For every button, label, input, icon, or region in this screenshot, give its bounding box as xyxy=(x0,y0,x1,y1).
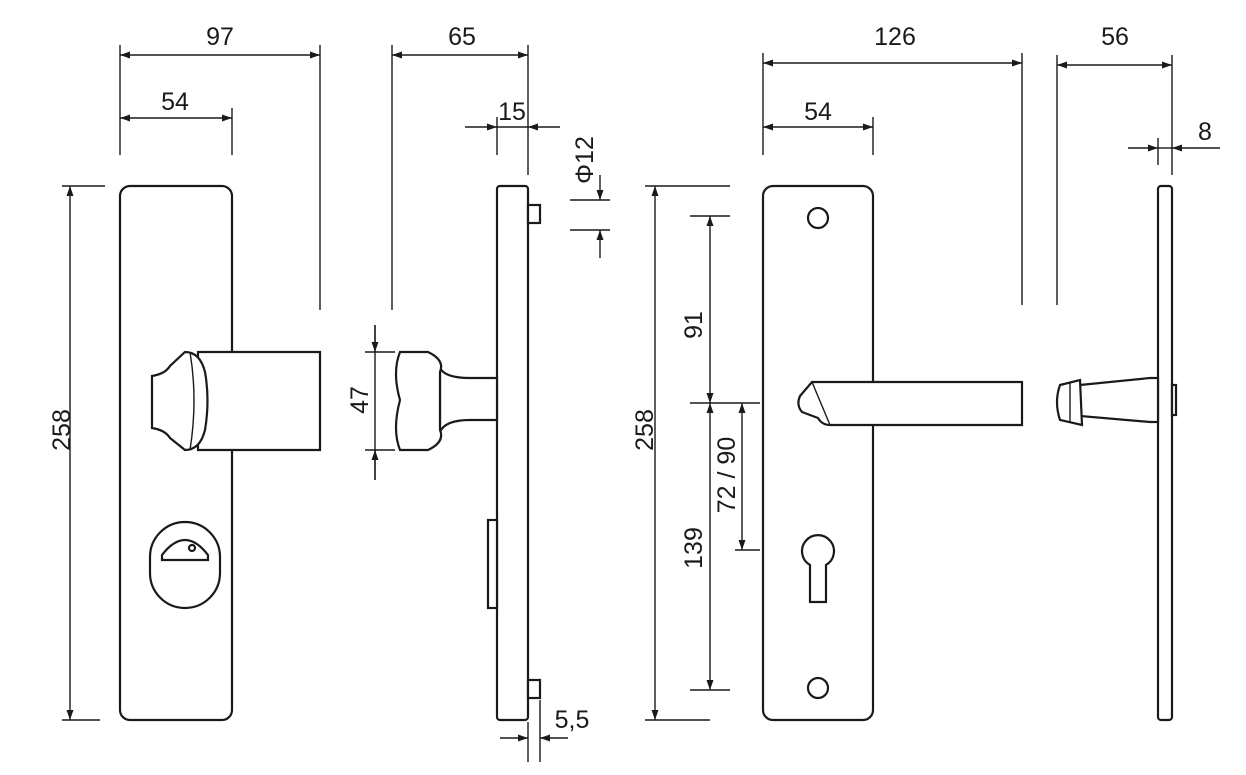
side-plate xyxy=(495,184,530,722)
knob-head-side xyxy=(394,350,443,452)
screw-hole-bottom xyxy=(806,676,830,700)
side-view-lever: 56 8 xyxy=(1055,23,1220,722)
dim-label-54-lever: 54 xyxy=(804,98,832,126)
knob-neck xyxy=(196,350,322,452)
backplate xyxy=(118,184,234,722)
front-view-knob: 97 54 258 xyxy=(48,23,322,722)
front-view-lever: 126 54 258 91 139 72 / 90 xyxy=(631,23,1024,722)
dim-label-91: 91 xyxy=(680,311,708,339)
keyhole-cover-side xyxy=(486,518,499,610)
dim-label-8: 8 xyxy=(1198,118,1212,146)
dim-label-54: 54 xyxy=(161,88,189,116)
dim-label-56: 56 xyxy=(1101,23,1129,51)
lever-handle xyxy=(797,380,1024,427)
dim-label-258-lever: 258 xyxy=(631,409,659,451)
backplate-lever xyxy=(761,184,875,722)
dim-label-72-90: 72 / 90 xyxy=(713,437,741,513)
dim-label-5-5: 5,5 xyxy=(555,706,590,734)
dim-label-126: 126 xyxy=(874,23,916,51)
side-plate-lever xyxy=(1156,184,1174,722)
side-view-knob: 65 15 Φ12 47 5,5 xyxy=(346,23,610,762)
dim-label-47: 47 xyxy=(346,386,374,414)
pin-bottom xyxy=(526,678,542,700)
pin-top xyxy=(526,203,542,225)
keyhole-cover xyxy=(148,520,222,610)
dim-label-15: 15 xyxy=(498,98,526,126)
dim-label-139: 139 xyxy=(680,527,708,569)
knob-neck-side xyxy=(438,367,499,433)
spindle-stub xyxy=(1170,383,1178,417)
dim-label-phi12: Φ12 xyxy=(571,136,599,184)
euro-cylinder-hole xyxy=(800,534,836,604)
dim-label-65: 65 xyxy=(448,23,476,51)
dim-label-97: 97 xyxy=(206,23,234,51)
lever-neck-side xyxy=(1078,376,1160,424)
dim-label-258: 258 xyxy=(48,409,76,451)
screw-hole-top xyxy=(806,206,830,230)
